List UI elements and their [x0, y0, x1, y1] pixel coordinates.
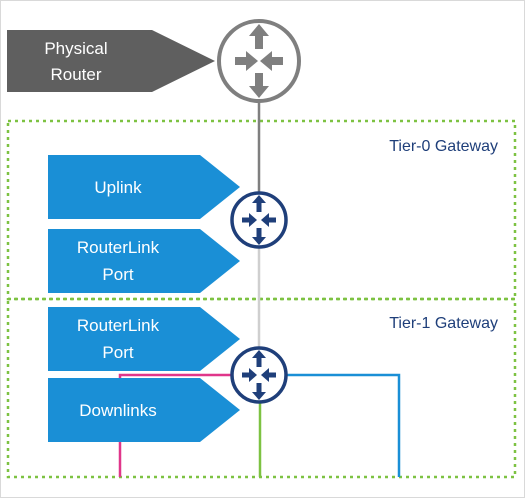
tier1-downlinks-label: Downlinks — [79, 401, 156, 420]
tier1-router-icon — [230, 346, 288, 404]
tier1-gateway-box — [6, 297, 517, 479]
physical-router-label-line1: Physical — [44, 39, 107, 58]
tier0-uplink-port: Uplink — [48, 155, 240, 219]
tier0-routerlink-label-line2: Port — [102, 265, 133, 284]
tier0-gateway-label: Tier-0 Gateway — [389, 138, 498, 155]
physical-router-icon — [217, 19, 301, 103]
downlink-blue-line — [287, 373, 401, 477]
downlink-pink-line — [118, 373, 233, 477]
tier0-routerlink-port: RouterLink Port — [48, 229, 240, 293]
tier0-routerlink-label-line1: RouterLink — [77, 238, 160, 257]
tier0-router-icon — [230, 191, 288, 249]
tier0-uplink-label: Uplink — [94, 178, 142, 197]
tier1-gateway-label: Tier-1 Gateway — [389, 315, 498, 332]
tier1-routerlink-label-line2: Port — [102, 343, 133, 362]
physical-router: Physical Router — [7, 19, 301, 103]
tier1-routerlink-port: RouterLink Port — [48, 307, 240, 371]
physical-router-label-line2: Router — [50, 65, 101, 84]
physical-router-label-arrow — [7, 30, 215, 92]
tier1-routerlink-label-line1: RouterLink — [77, 316, 160, 335]
tier1-downlinks-port: Downlinks — [48, 378, 240, 442]
